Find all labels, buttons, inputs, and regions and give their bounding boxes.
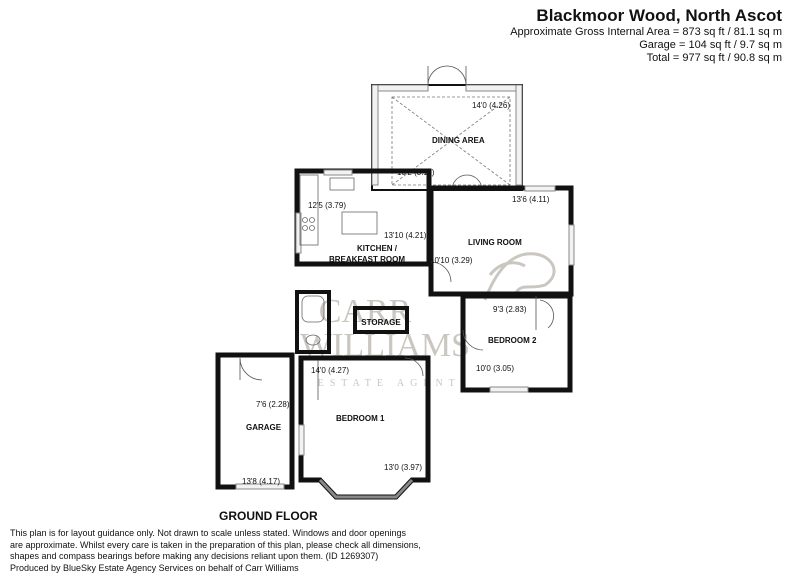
bedroom1-dimension-depth: 13'0 (3.97) <box>384 463 422 472</box>
dining-label: DINING AREA <box>432 136 485 145</box>
floor-label: GROUND FLOOR <box>219 509 318 523</box>
disclaimer-line-1: This plan is for layout guidance only. N… <box>10 528 407 538</box>
toilet-icon <box>305 334 321 346</box>
property-title: Blackmoor Wood, North Ascot <box>536 6 782 25</box>
roof-lantern-line-3 <box>391 140 452 186</box>
living-label: LIVING ROOM <box>468 238 522 247</box>
dining-window-top-right <box>465 84 517 92</box>
living-window <box>568 224 575 266</box>
kitchen-island <box>341 211 378 235</box>
bedroom1-side-window <box>298 424 305 456</box>
bay-window <box>318 478 414 499</box>
kitchen-label-line2: BREAKFAST ROOM <box>329 255 405 264</box>
total-area: Total = 977 sq ft / 90.8 sq m <box>646 52 782 64</box>
roof-lantern-outline <box>391 96 511 186</box>
living-door-swing <box>430 261 452 283</box>
disclaimer: This plan is for layout guidance only. N… <box>10 528 450 574</box>
garage-door <box>235 483 285 490</box>
living-dimension-depth: 10'10 (3.29) <box>430 256 473 265</box>
roof-lantern-line-2 <box>450 96 511 142</box>
dining-window-right <box>515 84 523 186</box>
bath-icon <box>301 295 325 323</box>
garage: 7'6 (2.28) GARAGE 13'8 (4.17) <box>215 352 295 490</box>
living-dimension-width: 13'6 (4.11) <box>512 195 550 204</box>
kitchen-label-line1: KITCHEN / <box>357 244 398 253</box>
living-top-window <box>524 185 556 192</box>
bedroom1-dimension-width: 14'0 (4.27) <box>311 366 349 375</box>
watermark-line1: CARR <box>319 293 412 330</box>
sink-icon <box>329 177 355 191</box>
bathroom-walls <box>295 290 331 354</box>
french-doors-swing <box>427 65 467 86</box>
garage-side-door-swing <box>239 357 263 381</box>
kitchen-window <box>323 169 353 176</box>
garage-dimension-width: 7'6 (2.28) <box>256 400 290 409</box>
storage-walls <box>353 306 409 334</box>
roof-lantern-line-1 <box>391 96 452 142</box>
storage-label: STORAGE <box>361 318 401 327</box>
bedroom2-dimension-width: 9'3 (2.83) <box>493 305 527 314</box>
bedroom-2: 9'3 (2.83) BEDROOM 2 10'0 (3.05) <box>460 293 573 393</box>
bedroom1-label: BEDROOM 1 <box>336 414 385 423</box>
wardrobe-doors-icon <box>535 296 555 330</box>
bedroom1-door-swing <box>404 357 424 377</box>
kitchen-breakfast-room: 12'5 (3.79) 13'10 (4.21) KITCHEN / BREAK… <box>294 168 432 267</box>
dining-dimension-width: 14'0 (4.26) <box>472 101 510 110</box>
property-header: Blackmoor Wood, North Ascot Approximate … <box>510 6 782 65</box>
bedroom-1: 14'0 (4.27) BEDROOM 1 13'0 (3.97) <box>298 355 431 500</box>
bedroom2-label: BEDROOM 2 <box>488 336 537 345</box>
garage-label: GARAGE <box>246 423 282 432</box>
dining-window-left <box>371 84 379 186</box>
bathroom <box>295 290 331 354</box>
garage-area: Garage = 104 sq ft / 9.7 sq m <box>639 39 782 51</box>
kitchen-side-window <box>295 212 302 254</box>
bedroom2-door-swing <box>462 329 484 351</box>
gross-internal-area: Approximate Gross Internal Area = 873 sq… <box>510 26 782 38</box>
horse-logo-icon <box>483 252 556 301</box>
disclaimer-line-2: are approximate. Whilst every care is ta… <box>10 539 421 550</box>
bedroom2-window <box>489 386 529 393</box>
dining-window-top-left <box>377 84 429 92</box>
garage-dimension-depth: 13'8 (4.17) <box>242 477 280 486</box>
storage: STORAGE <box>353 306 409 334</box>
disclaimer-line-3: shapes and compass bearings before makin… <box>10 551 379 561</box>
bedroom2-dimension-depth: 10'0 (3.05) <box>476 364 514 373</box>
roof-lantern-line-4 <box>450 140 511 186</box>
hob-icon <box>302 217 315 231</box>
kitchen-worktop <box>299 174 319 246</box>
kitchen-dimension-width: 13'10 (4.21) <box>384 231 427 240</box>
garage-walls <box>215 352 295 490</box>
kitchen-dimension-depth: 12'5 (3.79) <box>308 201 346 210</box>
disclaimer-line-4: Produced by BlueSky Estate Agency Servic… <box>10 562 299 573</box>
watermark-line3: ESTATE AGENTS <box>318 378 473 389</box>
